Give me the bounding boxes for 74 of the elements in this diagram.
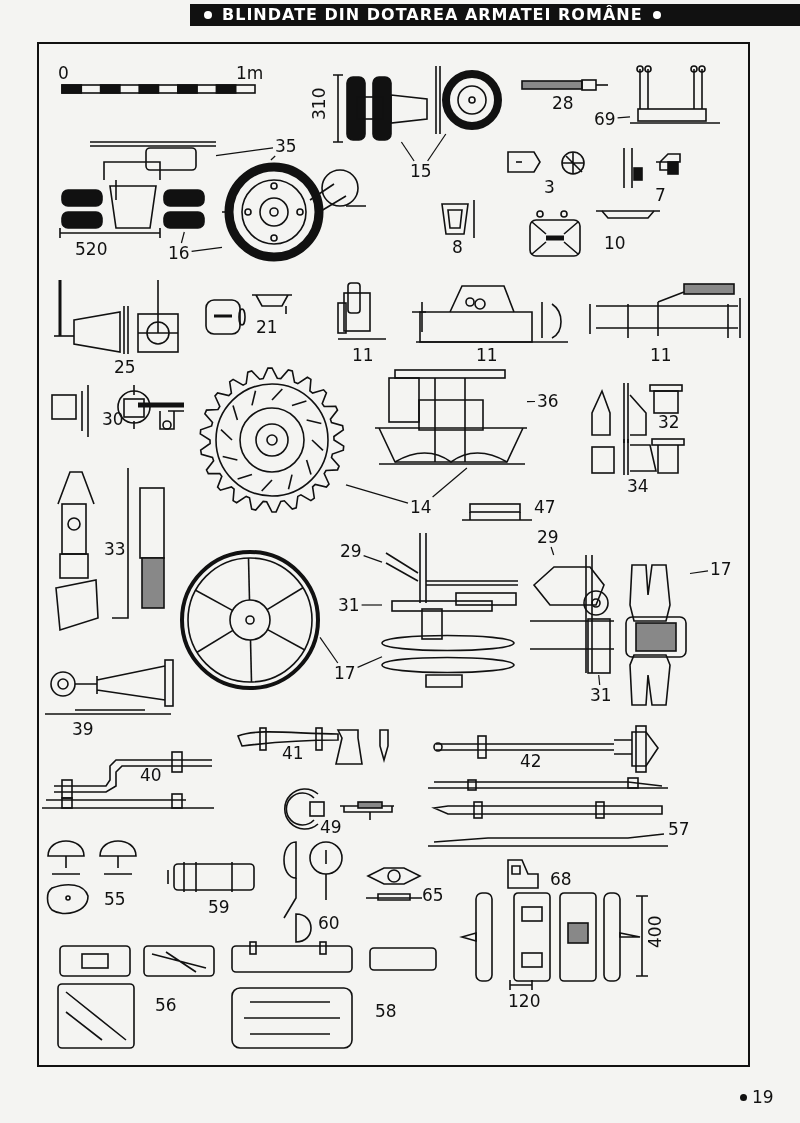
leader-line	[357, 656, 383, 668]
leader-line	[550, 546, 555, 556]
callout-number: 60	[318, 914, 340, 932]
idler-crank-drawing	[530, 555, 616, 675]
leader-line	[345, 484, 409, 504]
callout-number: 47	[534, 498, 556, 516]
callout-number: 39	[72, 720, 94, 738]
callout-number: 41	[282, 744, 304, 762]
dimension-label: 1m	[236, 64, 264, 82]
callout-number: 25	[114, 358, 136, 376]
callout-number: 14	[410, 498, 432, 516]
callout-number: 3	[544, 178, 555, 196]
callout-number: 11	[476, 346, 498, 364]
callout-number: 10	[604, 234, 626, 252]
page-title: BLINDATE DIN DOTAREA ARMATEI ROMÂNE	[222, 6, 643, 24]
leader-line	[427, 133, 447, 162]
dimension-label: 400	[646, 915, 664, 948]
callout-number: 56	[155, 996, 177, 1014]
callout-number: 29	[340, 542, 362, 560]
page-number: 19	[752, 1088, 774, 1106]
callout-number: 49	[320, 818, 342, 836]
callout-number: 28	[552, 94, 574, 112]
callout-number: 58	[375, 1002, 397, 1020]
callout-number: 65	[422, 886, 444, 904]
leader-line	[400, 141, 415, 162]
dimension-label: 0	[58, 64, 69, 82]
callout-number: 35	[275, 137, 297, 155]
leader-line	[526, 400, 536, 403]
callout-number: 31	[338, 596, 360, 614]
callout-number: 29	[537, 528, 559, 546]
bracket-drawing	[630, 65, 722, 127]
hub-drawing	[375, 370, 527, 468]
leader-line	[432, 467, 468, 498]
wheel-drawing	[434, 66, 502, 134]
leader-line	[689, 570, 709, 575]
leader-line	[319, 636, 339, 664]
road-wheel-drawing	[222, 160, 366, 262]
leader-line	[361, 604, 383, 606]
callout-number: 120	[508, 992, 541, 1010]
leader-line	[191, 246, 223, 252]
callout-number: 31	[590, 686, 612, 704]
callout-number: 11	[650, 346, 672, 364]
callout-number: 59	[208, 898, 230, 916]
callout-number: 68	[550, 870, 572, 888]
callout-number: 16	[168, 244, 190, 262]
callout-number: 69	[594, 110, 616, 128]
leader-line	[617, 116, 631, 119]
callout-number: 32	[658, 413, 680, 431]
bogie-assembly-drawing	[60, 140, 216, 232]
callout-number: 21	[256, 318, 278, 336]
leader-line	[270, 155, 276, 161]
leader-line	[180, 231, 185, 244]
callout-number: 55	[104, 890, 126, 908]
callout-number: 17	[710, 560, 732, 578]
callout-number: 520	[75, 240, 108, 258]
idler-mount-drawing	[382, 533, 519, 690]
callout-number: 36	[537, 392, 559, 410]
callout-number: 42	[520, 752, 542, 770]
idler-wheel-drawing	[180, 550, 320, 690]
callout-number: 8	[452, 238, 463, 256]
callout-number: 33	[104, 540, 126, 558]
leader-line	[215, 147, 274, 157]
sprocket-drawing	[198, 366, 346, 514]
callout-number: 40	[140, 766, 162, 784]
leader-line	[598, 674, 601, 686]
callout-number: 34	[627, 477, 649, 495]
callout-number: 17	[334, 664, 356, 682]
callout-number: 30	[102, 410, 124, 428]
dimension-label: 310	[310, 87, 328, 120]
leader-line	[363, 555, 383, 563]
callout-number: 15	[410, 162, 432, 180]
callout-number: 11	[352, 346, 374, 364]
callout-number: 7	[655, 186, 666, 204]
callout-number: 57	[668, 820, 690, 838]
